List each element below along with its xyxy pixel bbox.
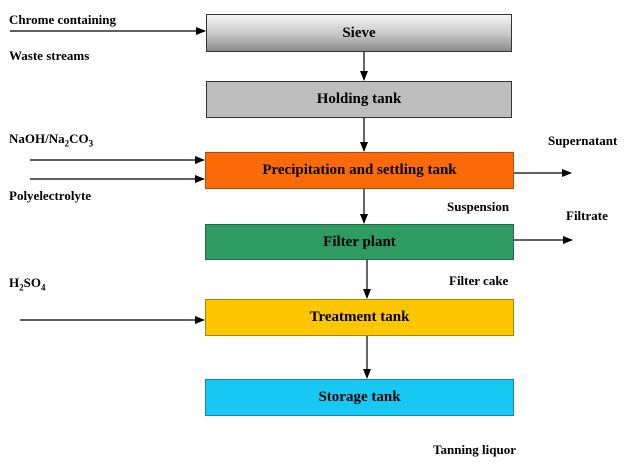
storage-tank-label: Storage tank	[318, 389, 401, 405]
precipitation-tank-box: Precipitation and settling tank	[205, 152, 514, 189]
polyelectrolyte-label: Polyelectrolyte	[9, 188, 92, 203]
treatment-tank-label: Treatment tank	[309, 309, 410, 325]
storage-tank-box: Storage tank	[205, 379, 514, 416]
treatment-tank-box: Treatment tank	[205, 299, 514, 336]
h2so4-label: H2SO4	[9, 275, 46, 293]
filter-cake-label: Filter cake	[449, 273, 509, 288]
precipitation-tank-label: Precipitation and settling tank	[262, 162, 457, 178]
holding-tank-box: Holding tank	[206, 81, 512, 118]
filter-plant-box: Filter plant	[205, 224, 514, 260]
chrome-containing-label: Chrome containing	[9, 12, 117, 27]
sieve-box: Sieve	[206, 14, 512, 52]
supernatant-label: Supernatant	[548, 133, 618, 148]
suspension-label: Suspension	[447, 199, 510, 214]
filtrate-label: Filtrate	[566, 208, 608, 223]
filter-plant-label: Filter plant	[323, 233, 396, 250]
holding-tank-label: Holding tank	[316, 91, 402, 107]
tanning-liquor-label: Tanning liquor	[433, 442, 516, 457]
naoh-na2co3-label: NaOH/Na2CO3	[9, 131, 94, 149]
waste-streams-label: Waste streams	[9, 48, 90, 63]
sieve-label: Sieve	[342, 24, 376, 41]
